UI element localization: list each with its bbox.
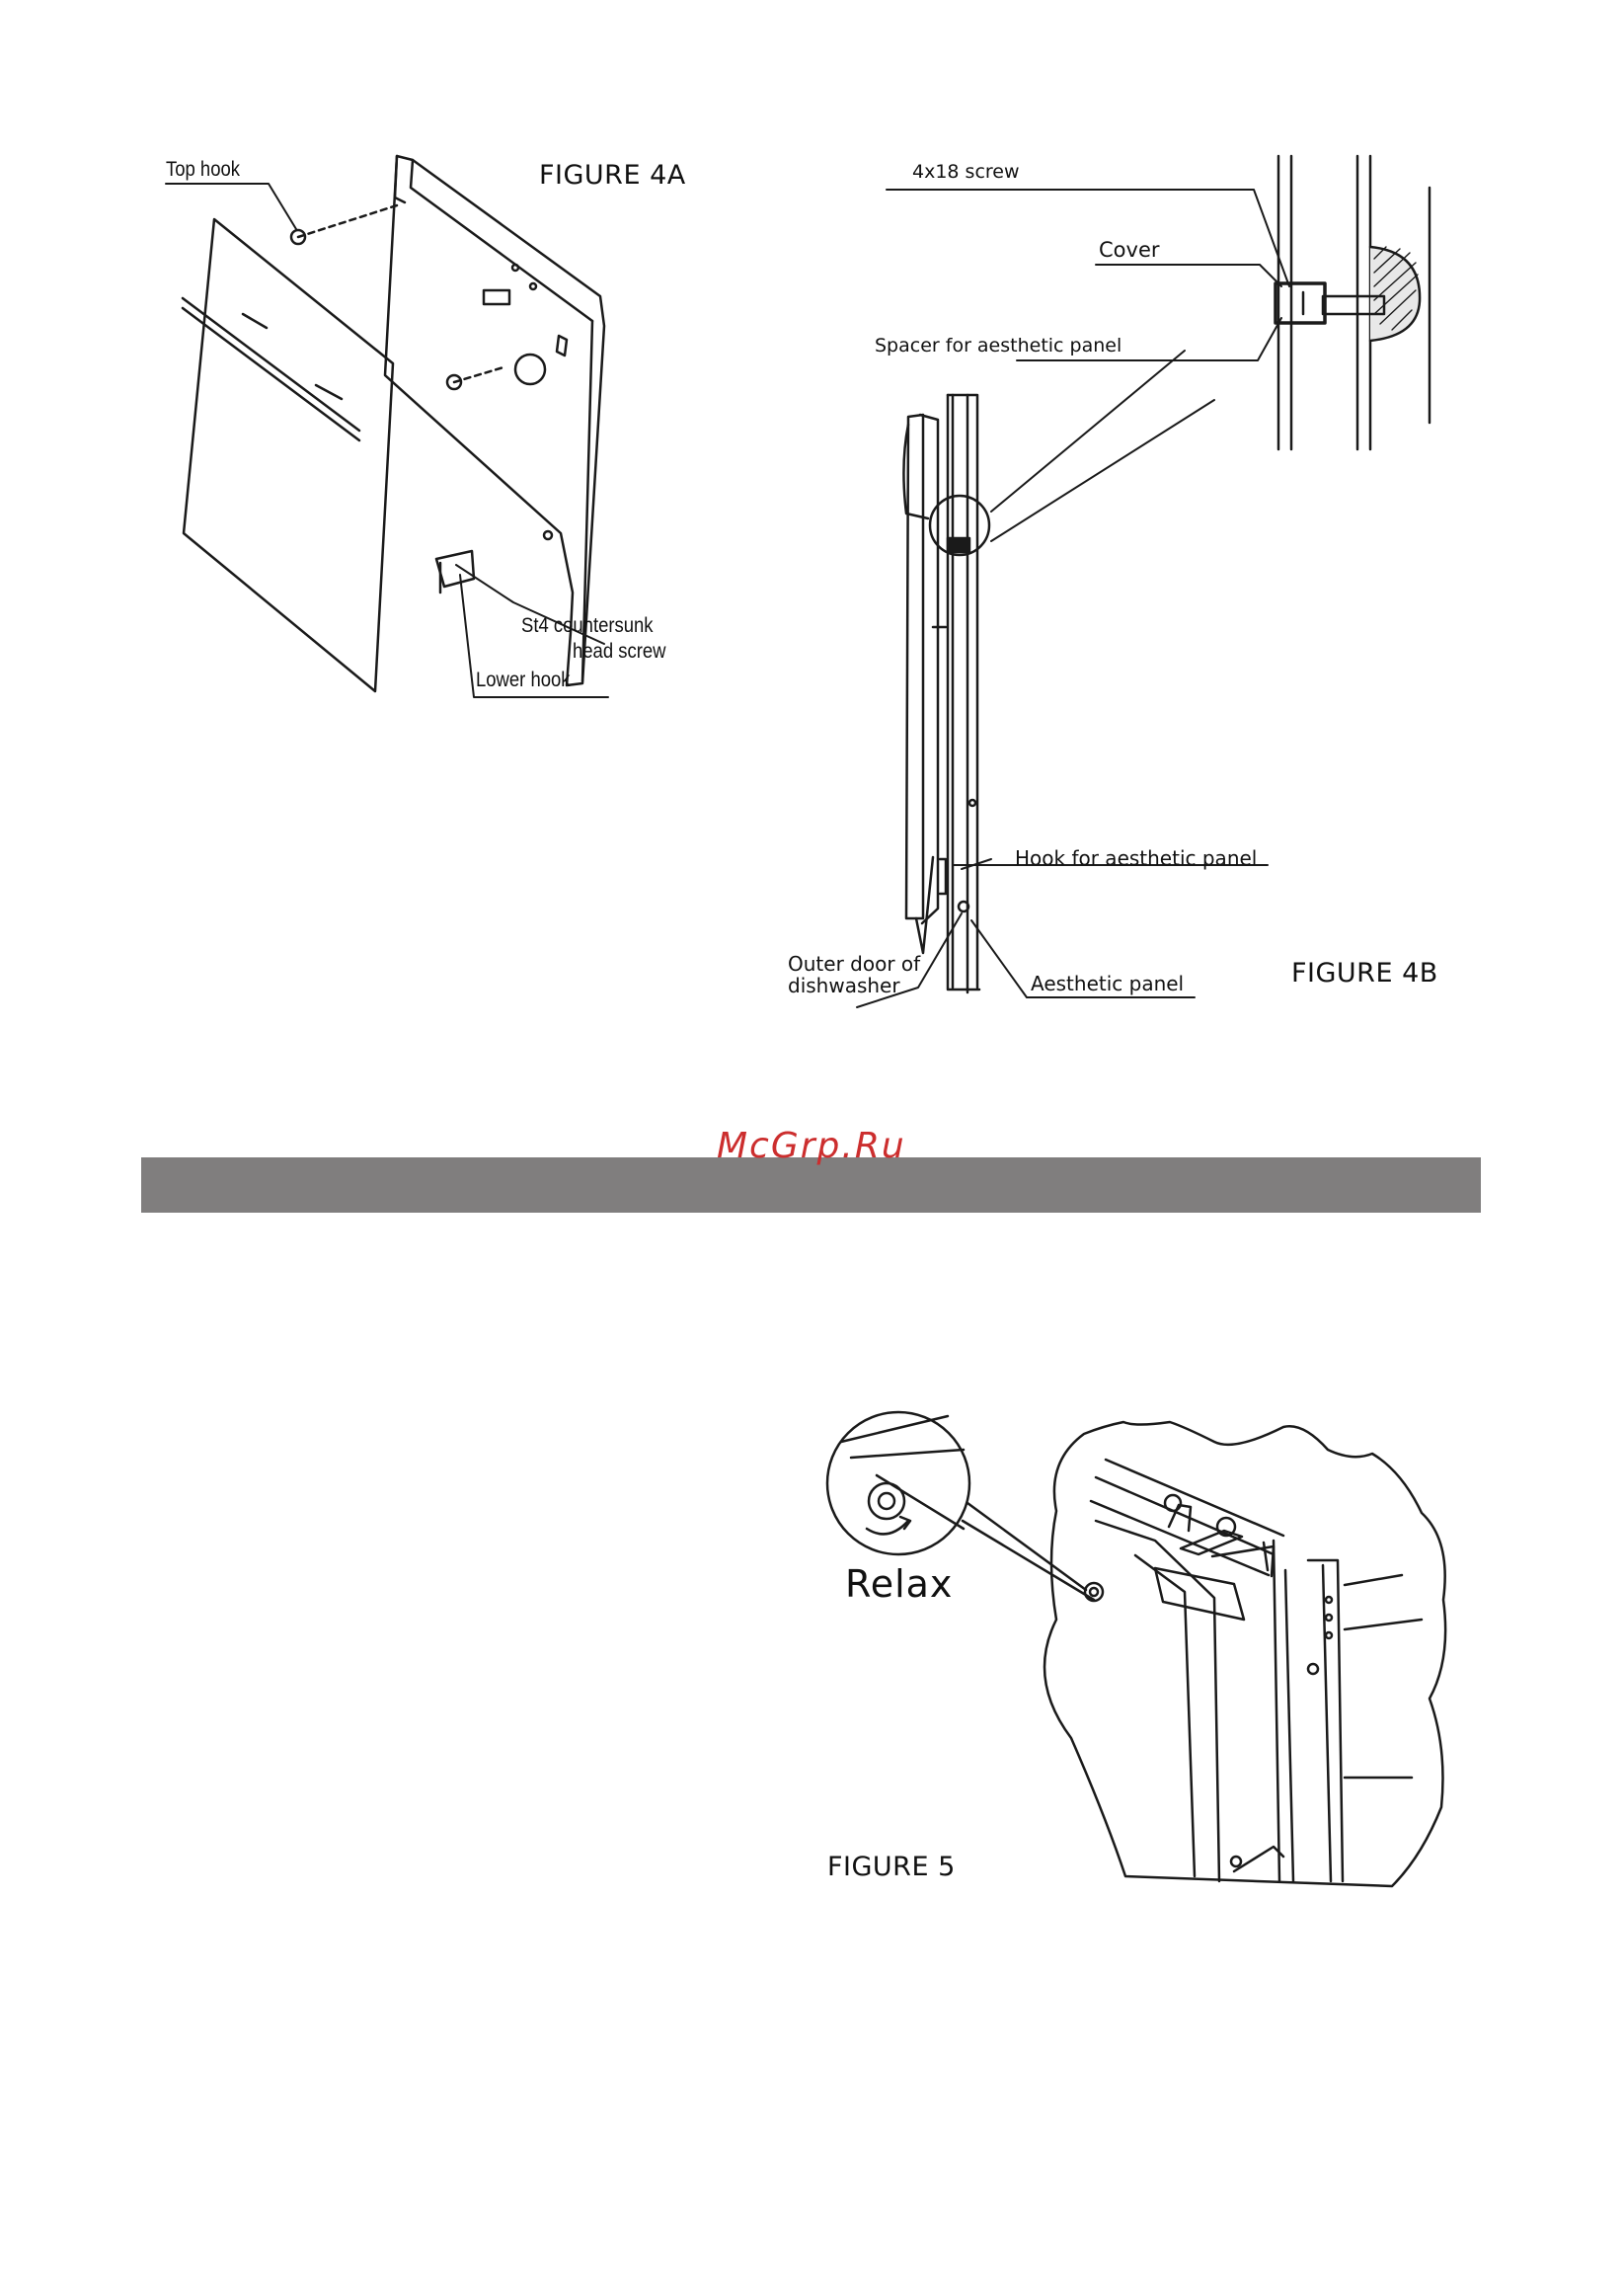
figure-5-title: FIGURE 5 xyxy=(827,1852,956,1882)
outer-door-label-line2: dishwasher xyxy=(788,974,900,997)
outer-door-label-line1: Outer door of xyxy=(788,952,920,976)
watermark: McGrp.Ru xyxy=(717,1126,906,1166)
figure-5-drawing xyxy=(827,1412,1445,1886)
st4-screw-label-line1: St4 countersunk xyxy=(521,614,654,638)
hook-label: Hook for aesthetic panel xyxy=(1015,846,1257,870)
spacer-label: Spacer for aesthetic panel xyxy=(875,335,1121,356)
aesthetic-panel-label: Aesthetic panel xyxy=(1031,972,1184,995)
relax-label: Relax xyxy=(845,1562,953,1606)
figure-4a-title: FIGURE 4A xyxy=(539,160,686,191)
figure-4b-drawing xyxy=(857,156,1430,1007)
st4-screw-label-line2: head screw xyxy=(573,640,666,664)
top-hook-label: Top hook xyxy=(166,158,240,182)
cover-label: Cover xyxy=(1099,238,1160,262)
figure-4b-title: FIGURE 4B xyxy=(1291,958,1438,989)
lower-hook-label: Lower hook xyxy=(476,669,571,692)
screw-label: 4x18 screw xyxy=(912,161,1020,183)
